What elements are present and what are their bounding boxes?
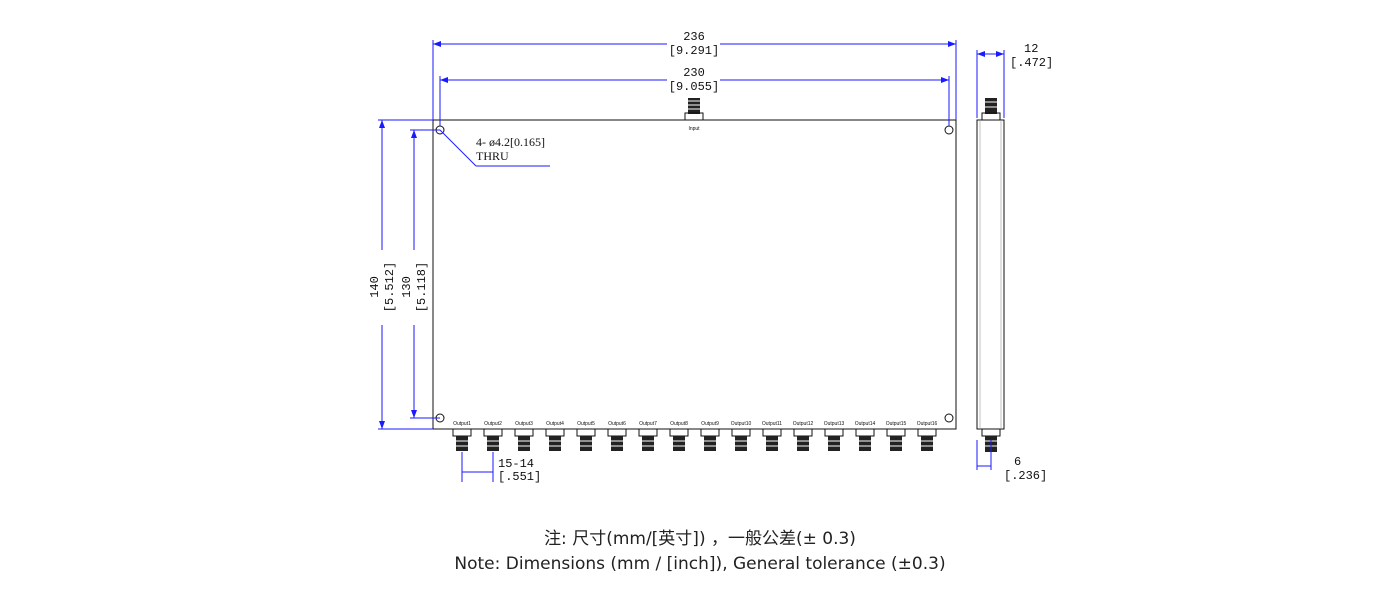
dim-connector-offset: 6 <box>1014 455 1021 469</box>
dim-connector-offset-in: [.236] <box>1004 469 1047 483</box>
mounting-hole <box>944 125 954 135</box>
output-connector: Output13 <box>824 421 845 451</box>
dim-hole-height-in: [5.118] <box>415 262 429 312</box>
dim-port-pitch: 15-14 <box>498 457 534 471</box>
output-label: Output7 <box>639 421 657 427</box>
connector-flange <box>824 428 844 437</box>
output-connector: Output7 <box>638 421 658 451</box>
output-label: Output15 <box>886 421 907 427</box>
output-label: Output4 <box>546 421 564 427</box>
connector-body <box>704 436 716 451</box>
connector-body <box>797 436 809 451</box>
output-connector: Output6 <box>607 421 627 451</box>
connector-flange <box>452 428 472 437</box>
connector-body <box>828 436 840 451</box>
connector-body <box>549 436 561 451</box>
dim-overall-height-in: [5.512] <box>383 262 397 312</box>
output-connector: Output2 <box>483 421 503 451</box>
output-connector: Output9 <box>700 421 720 451</box>
mounting-hole <box>944 413 954 423</box>
dim-port-pitch-in: [.551] <box>498 470 541 484</box>
output-label: Output10 <box>731 421 752 427</box>
note-english: Note: Dimensions (mm / [inch]), General … <box>454 554 946 574</box>
connector-flange <box>731 428 751 437</box>
dim-overall-width-in: [9.291] <box>669 44 719 58</box>
connector-body <box>890 436 902 451</box>
connector-flange <box>700 428 720 437</box>
output-connector: Output5 <box>576 421 596 451</box>
connector-body <box>456 436 468 451</box>
output-connector: Output3 <box>514 421 534 451</box>
connector-body <box>487 436 499 451</box>
output-label: Output13 <box>824 421 845 427</box>
output-label: Output11 <box>762 421 782 427</box>
connector-flange <box>545 428 565 437</box>
connector-body <box>611 436 623 451</box>
connector-flange <box>514 428 534 437</box>
dim-hole-width: 230 <box>683 66 705 80</box>
output-connectors: Output1 Output2 Output3 Output4 Output5 Outpu… <box>452 421 938 451</box>
connector-flange <box>917 428 937 437</box>
note-chinese: 注: 尺寸(mm/[英寸]) ，一般公差(± 0.3) <box>544 529 856 549</box>
dim-thickness: 12 <box>1024 42 1038 56</box>
dim-thickness-in: [.472] <box>1010 56 1053 70</box>
output-connector: Output4 <box>545 421 565 451</box>
connector-body <box>673 436 685 451</box>
output-label: Output12 <box>793 421 814 427</box>
output-connector: Output16 <box>917 421 938 451</box>
hole-callout-thru: THRU <box>476 149 509 163</box>
connector-body <box>859 436 871 451</box>
output-label: Output5 <box>577 421 595 427</box>
connector-flange <box>855 428 875 437</box>
connector-body <box>580 436 592 451</box>
output-connector: Output11 <box>762 421 782 451</box>
dim-hole-width-in: [9.055] <box>669 80 719 94</box>
output-label: Output2 <box>484 421 502 427</box>
input-label: Input <box>688 126 700 132</box>
dim-overall-height: 140 <box>368 276 382 298</box>
side-input-connector <box>981 98 1001 121</box>
input-connector <box>684 98 704 121</box>
output-connector: Output15 <box>886 421 907 451</box>
output-label: Output6 <box>608 421 626 427</box>
output-connector: Output8 <box>669 421 689 451</box>
output-connector: Output10 <box>731 421 752 451</box>
enclosure-body-side <box>976 119 1005 430</box>
connector-body <box>766 436 778 451</box>
connector-flange <box>886 428 906 437</box>
output-label: Output14 <box>855 421 876 427</box>
connector-flange <box>669 428 689 437</box>
connector-flange <box>607 428 627 437</box>
hole-callout: 4- ø4.2[0.165] <box>476 135 545 149</box>
output-connector: Output1 <box>452 421 472 451</box>
connector-body <box>642 436 654 451</box>
output-connector: Output12 <box>793 421 814 451</box>
output-label: Output9 <box>701 421 719 427</box>
connector-flange <box>638 428 658 437</box>
output-label: Output16 <box>917 421 938 427</box>
dim-hole-height: 130 <box>400 276 414 298</box>
connector-body <box>518 436 530 451</box>
output-connector: Output14 <box>855 421 876 451</box>
dim-overall-width: 236 <box>683 30 705 44</box>
connector-flange <box>576 428 596 437</box>
connector-flange <box>483 428 503 437</box>
connector-body <box>921 436 933 451</box>
connector-body <box>735 436 747 451</box>
output-label: Output1 <box>453 421 471 427</box>
output-label: Output8 <box>670 421 688 427</box>
connector-flange <box>762 428 782 437</box>
output-label: Output3 <box>515 421 533 427</box>
connector-flange <box>793 428 813 437</box>
